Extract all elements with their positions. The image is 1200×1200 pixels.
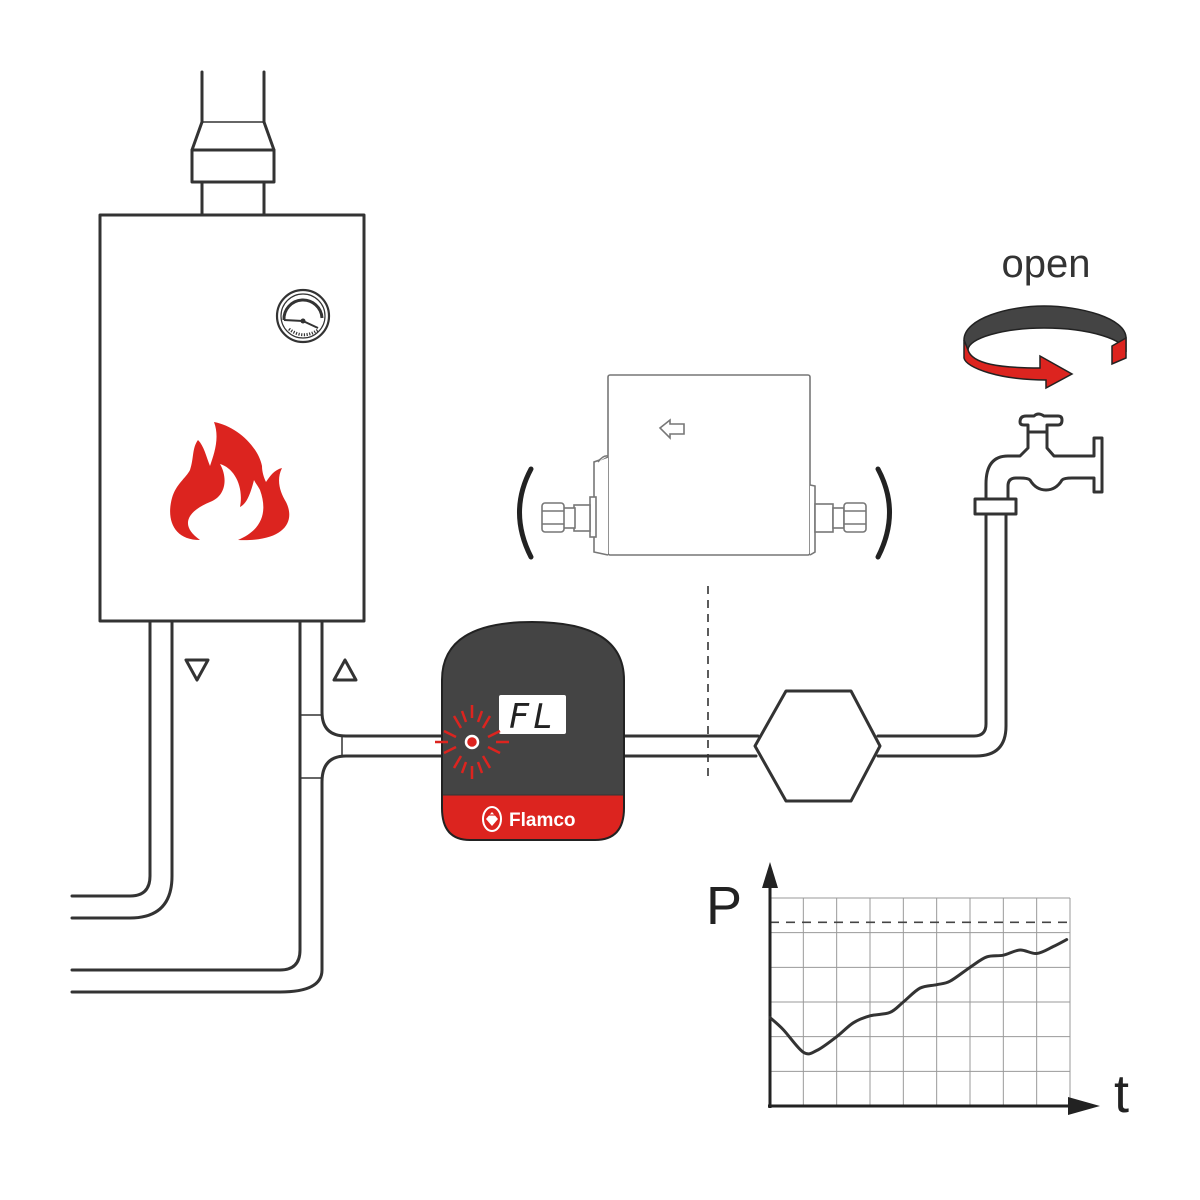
open-rotation-arrow-icon: [963, 305, 1127, 390]
brand-name: Flamco: [509, 810, 576, 831]
series-line-pressure: [768, 938, 1069, 1056]
display-code: FL: [509, 697, 558, 737]
open-label: open: [1002, 242, 1091, 286]
flow-down-arrow-icon: [184, 658, 210, 682]
boiler: [98, 213, 366, 623]
x-axis-arrow: [1068, 1097, 1100, 1115]
device-display: [499, 695, 566, 734]
pressure-time-chart: Pt: [706, 862, 1129, 1124]
supply-pipe-left: [70, 620, 174, 920]
y-axis-label: P: [706, 876, 742, 936]
flamco-logo-icon: [482, 806, 502, 832]
y-axis-arrow: [762, 862, 778, 888]
flue-pipe: [190, 70, 276, 216]
outlet-pipe: [622, 512, 1008, 758]
optional-bracket-right: [875, 466, 892, 560]
flame-icon: [170, 422, 290, 541]
water-tap-icon[interactable]: [973, 412, 1104, 516]
hex-fitting: [753, 689, 882, 803]
sensor-unit-optional: [541, 374, 867, 556]
led-flashing-icon: [435, 705, 509, 779]
x-axis-label: t: [1114, 1064, 1129, 1124]
flow-up-arrow-icon: [332, 658, 358, 682]
optional-bracket-left: [517, 466, 534, 560]
pressure-gauge-icon: [275, 288, 331, 344]
return-pipe-right: [70, 620, 444, 994]
device-brand-band: [442, 795, 624, 840]
